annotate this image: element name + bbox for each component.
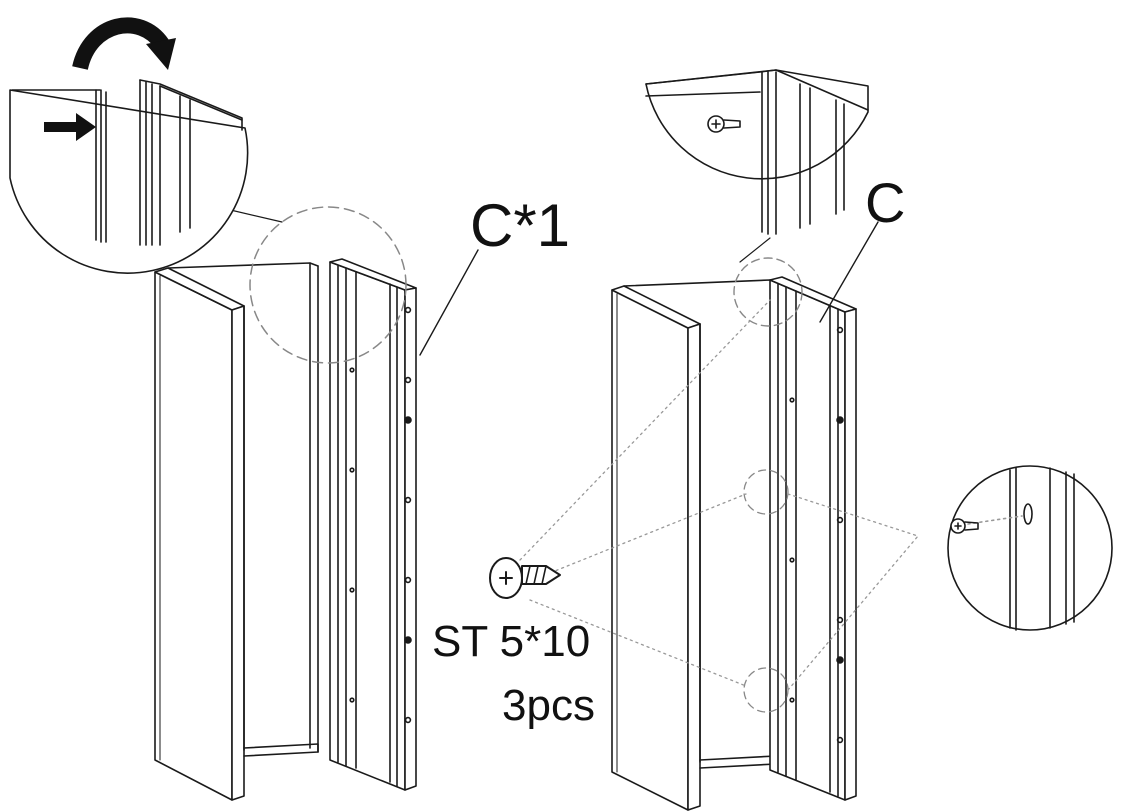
- rotate-arrow-icon: [72, 17, 176, 71]
- right-detail-marker-top: [733, 257, 803, 327]
- screw-guide-lines: [519, 299, 919, 691]
- right-leader-line: [819, 221, 879, 323]
- right-detail-bubble-top: [645, 69, 869, 235]
- left-detail-marker: [249, 206, 407, 364]
- left-leader-line: [419, 249, 479, 356]
- left-detail-bubble: [9, 79, 249, 274]
- right-detail-connector: [739, 237, 771, 263]
- left-panel-c: [329, 258, 417, 791]
- screw-icon: [707, 115, 741, 133]
- left-side-panel: [154, 267, 245, 801]
- right-detail-bubble-side: [947, 465, 1113, 631]
- part-label-c: C: [865, 171, 906, 234]
- push-arrow-icon: [44, 113, 96, 141]
- screw-icon: [489, 557, 561, 599]
- screw-icon: [950, 518, 979, 534]
- part-label-c1: C*1: [470, 192, 571, 259]
- right-detail-marker-mid: [743, 469, 789, 515]
- right-panel-c: [769, 276, 857, 801]
- screw-spec-label: ST 5*10: [432, 617, 591, 666]
- screw-quantity-label: 3pcs: [502, 681, 595, 730]
- left-back-panel: [167, 262, 319, 757]
- right-side-panel: [611, 285, 701, 811]
